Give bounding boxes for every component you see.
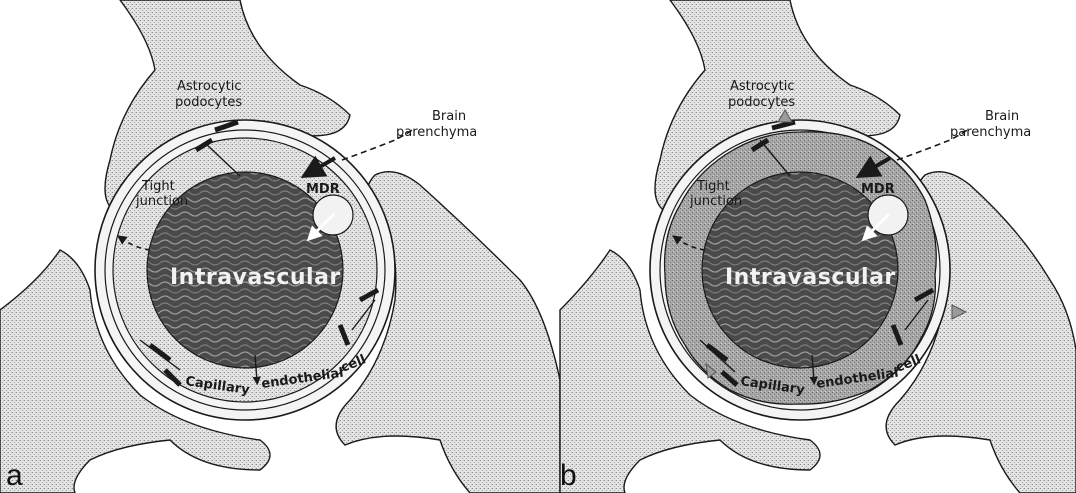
label-mdr-a: MDR [306,182,340,197]
label-podocytes-a: podocytes [175,95,242,110]
label-parenchyma-a: parenchyma [396,125,477,140]
label-intravascular-a: Intravascular [170,265,341,290]
panel-b: Astrocytic podocytes Brain parenchyma Ti… [560,0,1076,493]
panel-letter-b: b [560,459,577,492]
label-brain-b: Brain [985,109,1019,124]
label-junction-a: junction [135,194,188,209]
label-brain-a: Brain [432,109,466,124]
label-mdr-b: MDR [861,182,895,197]
label-podocytes-b: podocytes [728,95,795,110]
label-parenchyma-b: parenchyma [950,125,1031,140]
panel-letter-a: a [6,459,23,492]
label-astrocytic-b: Astrocytic [730,79,794,94]
panel-a: Astrocytic podocytes Brain parenchyma Ti… [0,0,560,493]
label-junction-b: junction [689,194,742,209]
label-tight-a: Tight [141,179,175,194]
label-intravascular-b: Intravascular [725,265,896,290]
label-tight-b: Tight [696,179,730,194]
label-astrocytic-a: Astrocytic [177,79,241,94]
